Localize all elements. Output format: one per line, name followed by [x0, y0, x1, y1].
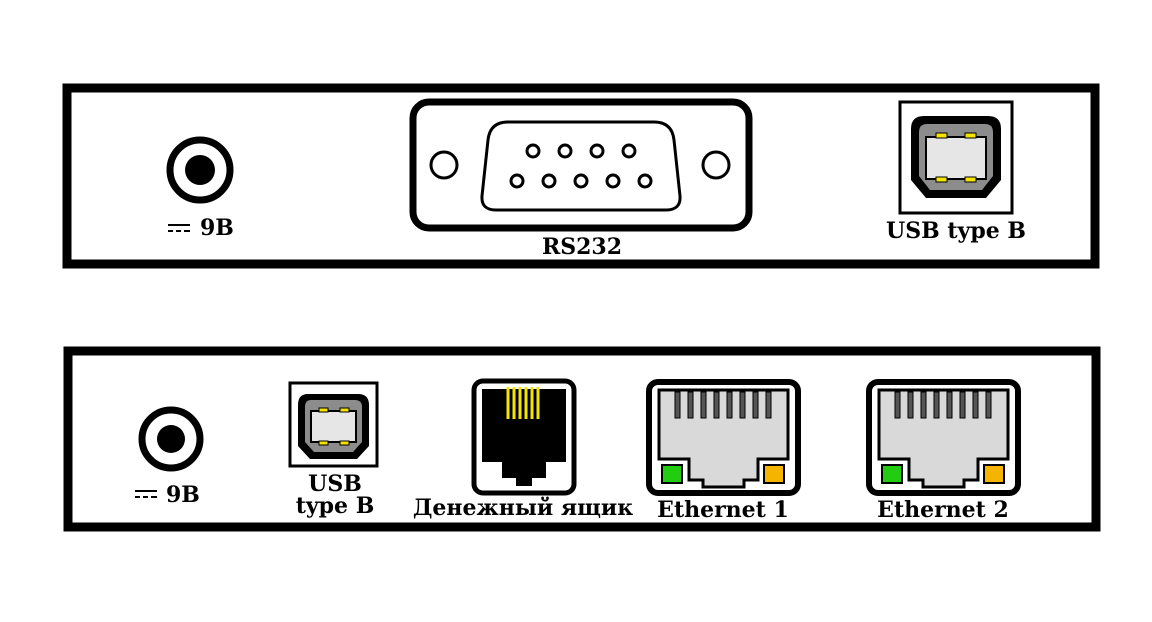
- ethernet1-label: Ethernet 1: [657, 497, 789, 523]
- power-label: 9В: [166, 482, 200, 508]
- panel-bottom: 9В USB type B: [63, 346, 1101, 532]
- dc-symbol-icon: [168, 224, 190, 232]
- cash-drawer-label: Денежный ящик: [413, 495, 633, 521]
- db9-connector-icon: [409, 98, 753, 232]
- usb-label-line2: type B: [296, 493, 375, 519]
- panel-top: 9В RS232: [62, 83, 1100, 269]
- power-jack-icon: [138, 406, 204, 472]
- rj45-port-icon: [866, 379, 1021, 496]
- rs232-label: RS232: [542, 234, 622, 260]
- power-jack-icon: [166, 136, 234, 204]
- dc-symbol-icon: [135, 490, 157, 498]
- rj11-port-icon: [471, 378, 577, 496]
- usb-b-port-icon: [288, 381, 379, 468]
- usb-label-line1: USB: [308, 471, 362, 497]
- usb-label: USB type B: [886, 218, 1026, 244]
- rj45-port-icon: [646, 379, 801, 496]
- ethernet2-label: Ethernet 2: [877, 497, 1009, 523]
- power-label: 9В: [200, 215, 234, 241]
- usb-b-port-icon: [898, 100, 1014, 215]
